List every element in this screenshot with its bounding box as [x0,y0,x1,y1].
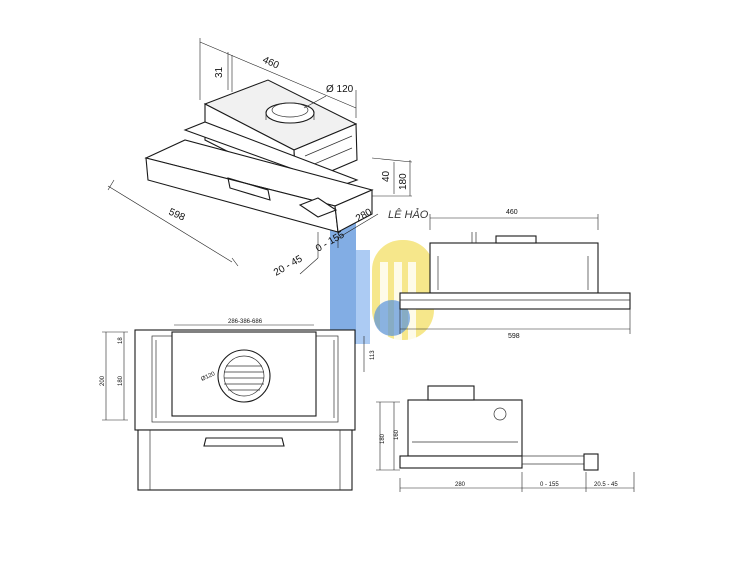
side-dim-160: 160 [394,429,400,440]
side-dim-280: 280 [455,482,466,488]
bottom-view: 286-386-686 Ø120 200 180 18 113 [100,319,376,491]
bottom-dim-180: 180 [118,375,124,386]
iso-dim-598: 598 [167,207,187,224]
isometric-view: 460 31 Ø 120 40 180 280 598 0 - 155 20 -… [107,38,413,279]
side-view: 180 160 280 0 - 155 20.5 - 45 [376,385,635,492]
watermark-text: LÊ HẢO [388,208,429,221]
bottom-dim-range: 286-386-686 [228,319,263,325]
bottom-dim-18: 18 [118,337,124,344]
watermark-logo: LÊ HẢO [330,208,434,344]
iso-dim-h40: 40 [381,170,392,182]
front-dim-bottom: 598 [508,333,520,340]
side-dim-180: 180 [380,433,386,444]
bottom-dim-duct: Ø120 [200,371,216,383]
fan-grille [224,365,264,391]
side-dim-0-155: 0 - 155 [540,482,559,488]
front-dim-top: 460 [506,209,518,216]
iso-dim-h180: 180 [398,173,409,190]
side-dim-20-45: 20.5 - 45 [594,482,618,488]
iso-dim-depth-top: 31 [214,66,225,78]
bottom-dim-200: 200 [100,375,106,386]
iso-dim-duct: Ø 120 [326,84,354,95]
front-view: 460 598 [399,209,631,340]
bottom-dim-113: 113 [370,350,376,360]
iso-dim-20-45: 20 - 45 [272,253,305,278]
